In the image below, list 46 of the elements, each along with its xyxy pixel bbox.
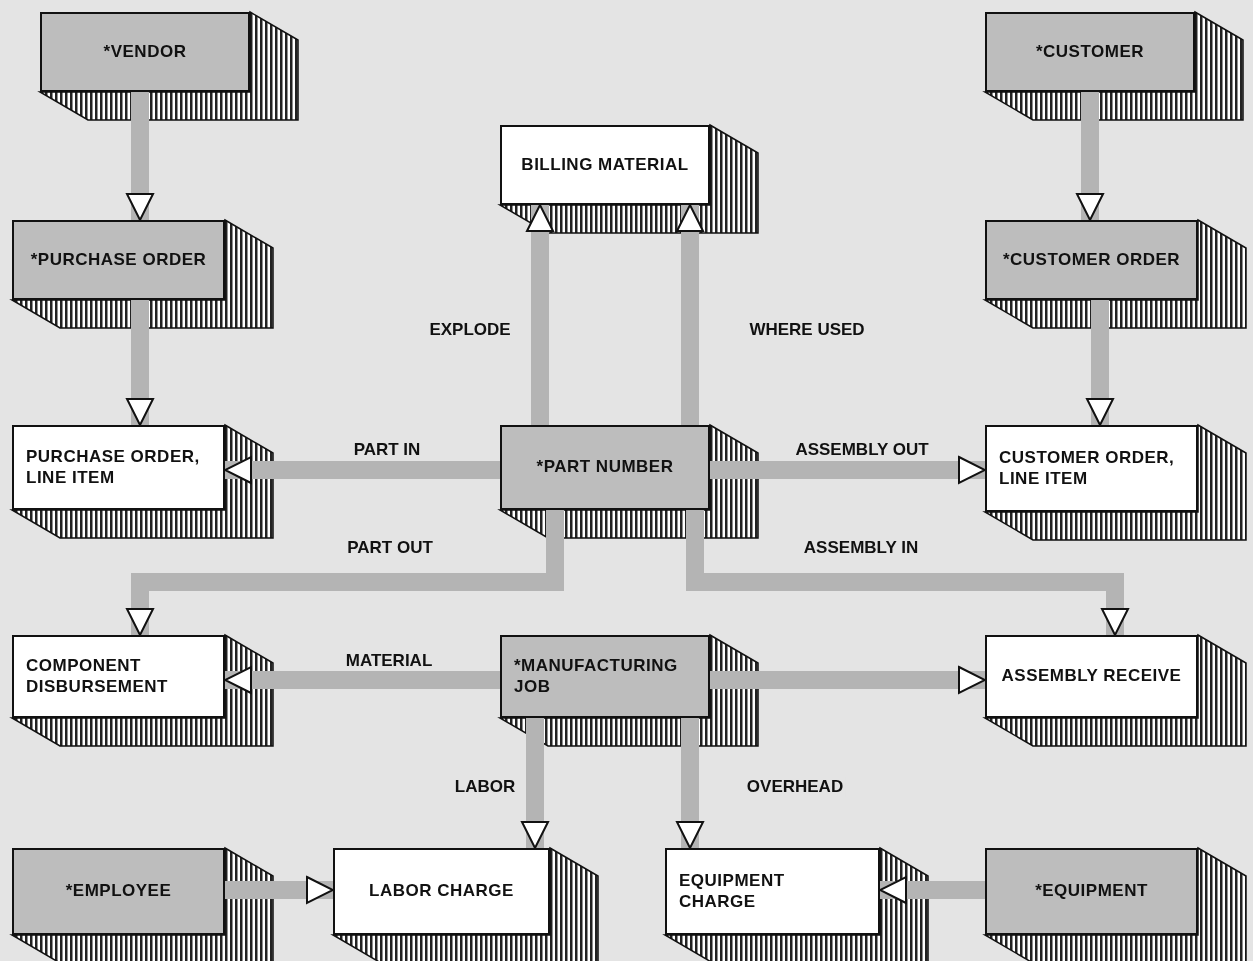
arrow [225, 876, 334, 904]
entity-box [12, 848, 225, 935]
entity-name: *PART NUMBER [535, 457, 675, 478]
record-box [333, 848, 550, 935]
record-box [985, 635, 1198, 718]
arrow [676, 718, 704, 849]
entity-name: *MANUFACTURING JOB [513, 656, 679, 697]
entity-box [985, 848, 1198, 935]
entity-name: CUSTOMER ORDER, LINE ITEM [998, 448, 1176, 489]
entity-name: LABOR CHARGE [368, 881, 515, 902]
arrow [1086, 300, 1114, 426]
entity-name: COMPONENT DISBURSEMENT [25, 656, 169, 697]
entity-box [500, 635, 710, 718]
entity-name: *PURCHASE ORDER [29, 249, 208, 271]
arrow [126, 300, 154, 426]
entity-box [985, 220, 1198, 300]
entity-box [500, 425, 710, 510]
entity-name: *CUSTOMER ORDER [1001, 249, 1182, 271]
entity-name: *EMPLOYEE [64, 881, 173, 902]
arrow [526, 204, 554, 425]
arrow [686, 510, 1129, 636]
arrow [224, 456, 500, 484]
entity-name: BILLING MATERIAL [520, 154, 690, 176]
arrow [126, 92, 154, 221]
entity-name: *VENDOR [102, 41, 188, 63]
entity-box [40, 12, 250, 92]
record-box [500, 125, 710, 205]
arrow [521, 718, 549, 849]
entity-box [12, 220, 225, 300]
entity-name: EQUIPMENT CHARGE [678, 871, 786, 912]
entity-name: PURCHASE ORDER, LINE ITEM [25, 447, 201, 488]
arrow [1076, 92, 1104, 221]
entity-name: *CUSTOMER [1034, 41, 1146, 63]
arrow [710, 666, 986, 694]
record-box [665, 848, 880, 935]
record-box [985, 425, 1198, 512]
entity-name: ASSEMBLY RECEIVE [1000, 666, 1183, 687]
entity-box [985, 12, 1195, 92]
record-box [12, 425, 225, 510]
arrow [224, 666, 500, 694]
record-box [12, 635, 225, 718]
arrow [126, 510, 564, 636]
entity-name: *EQUIPMENT [1034, 881, 1149, 902]
arrow [710, 456, 986, 484]
arrow [676, 204, 704, 425]
arrow [879, 876, 985, 904]
